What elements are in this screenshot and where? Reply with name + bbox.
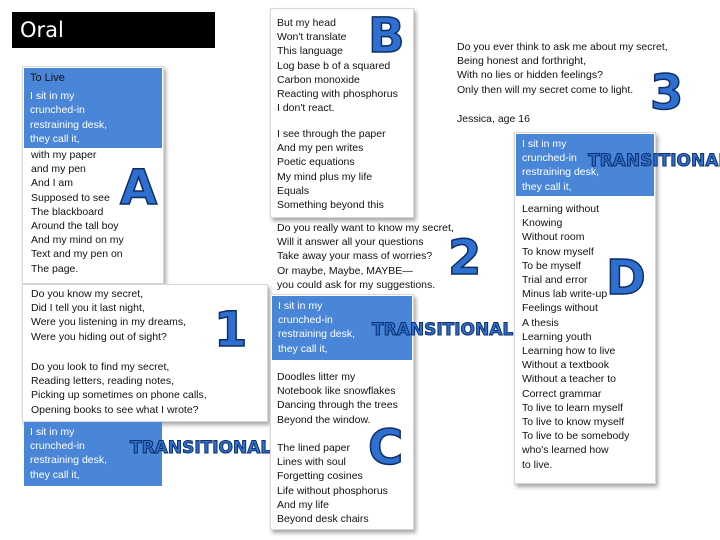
- stanza-1b: Do you look to find my secret, Reading l…: [31, 361, 207, 416]
- to-live-header-block: To Live I sit in my crunched-in restrain…: [24, 68, 162, 148]
- number-3: 3: [649, 64, 684, 122]
- stanza-2: Do you really want to know my secret, Wi…: [277, 222, 454, 291]
- transitional-label-2: TRANSITIONAL: [371, 320, 514, 341]
- middle-panel-top: [270, 8, 414, 218]
- letter-b: B: [367, 7, 405, 65]
- stanza-c: Doodles litter my Notebook like snowflak…: [277, 371, 398, 526]
- number-1: 1: [213, 301, 248, 359]
- verse-1-box: [22, 284, 268, 422]
- stanza-b1: But my head Won't translate This languag…: [277, 17, 398, 115]
- stanza-a: with my paper and my pen And I am Suppos…: [31, 149, 124, 275]
- stanza-desk-2: I sit in my crunched-in restraining desk…: [24, 422, 162, 486]
- transitional-label-3: TRANSITIONAL: [587, 151, 720, 172]
- stanza-3: Do you ever think to ask me about my sec…: [457, 41, 668, 96]
- letter-d: D: [605, 249, 646, 307]
- stanza-1a: Do you know my secret, Did I tell you it…: [31, 288, 187, 343]
- letter-a: A: [119, 159, 158, 217]
- attribution: Jessica, age 16: [457, 113, 530, 125]
- letter-c: C: [367, 419, 404, 477]
- stanza-desk-3: I sit in my crunched-in restraining desk…: [272, 296, 412, 360]
- to-live-header: To Live: [30, 72, 65, 84]
- stanza-desk-1: I sit in my crunched-in restraining desk…: [30, 90, 108, 145]
- number-2: 2: [447, 229, 482, 287]
- stanza-desk-4: I sit in my crunched-in restraining desk…: [516, 134, 654, 196]
- page-title: Oral Interpretation: [12, 12, 215, 78]
- stanza-d: Learning without Knowing Without room To…: [522, 203, 630, 471]
- transitional-label-1: TRANSITIONAL: [129, 438, 272, 459]
- stanza-b2: I see through the paper And my pen write…: [277, 128, 386, 212]
